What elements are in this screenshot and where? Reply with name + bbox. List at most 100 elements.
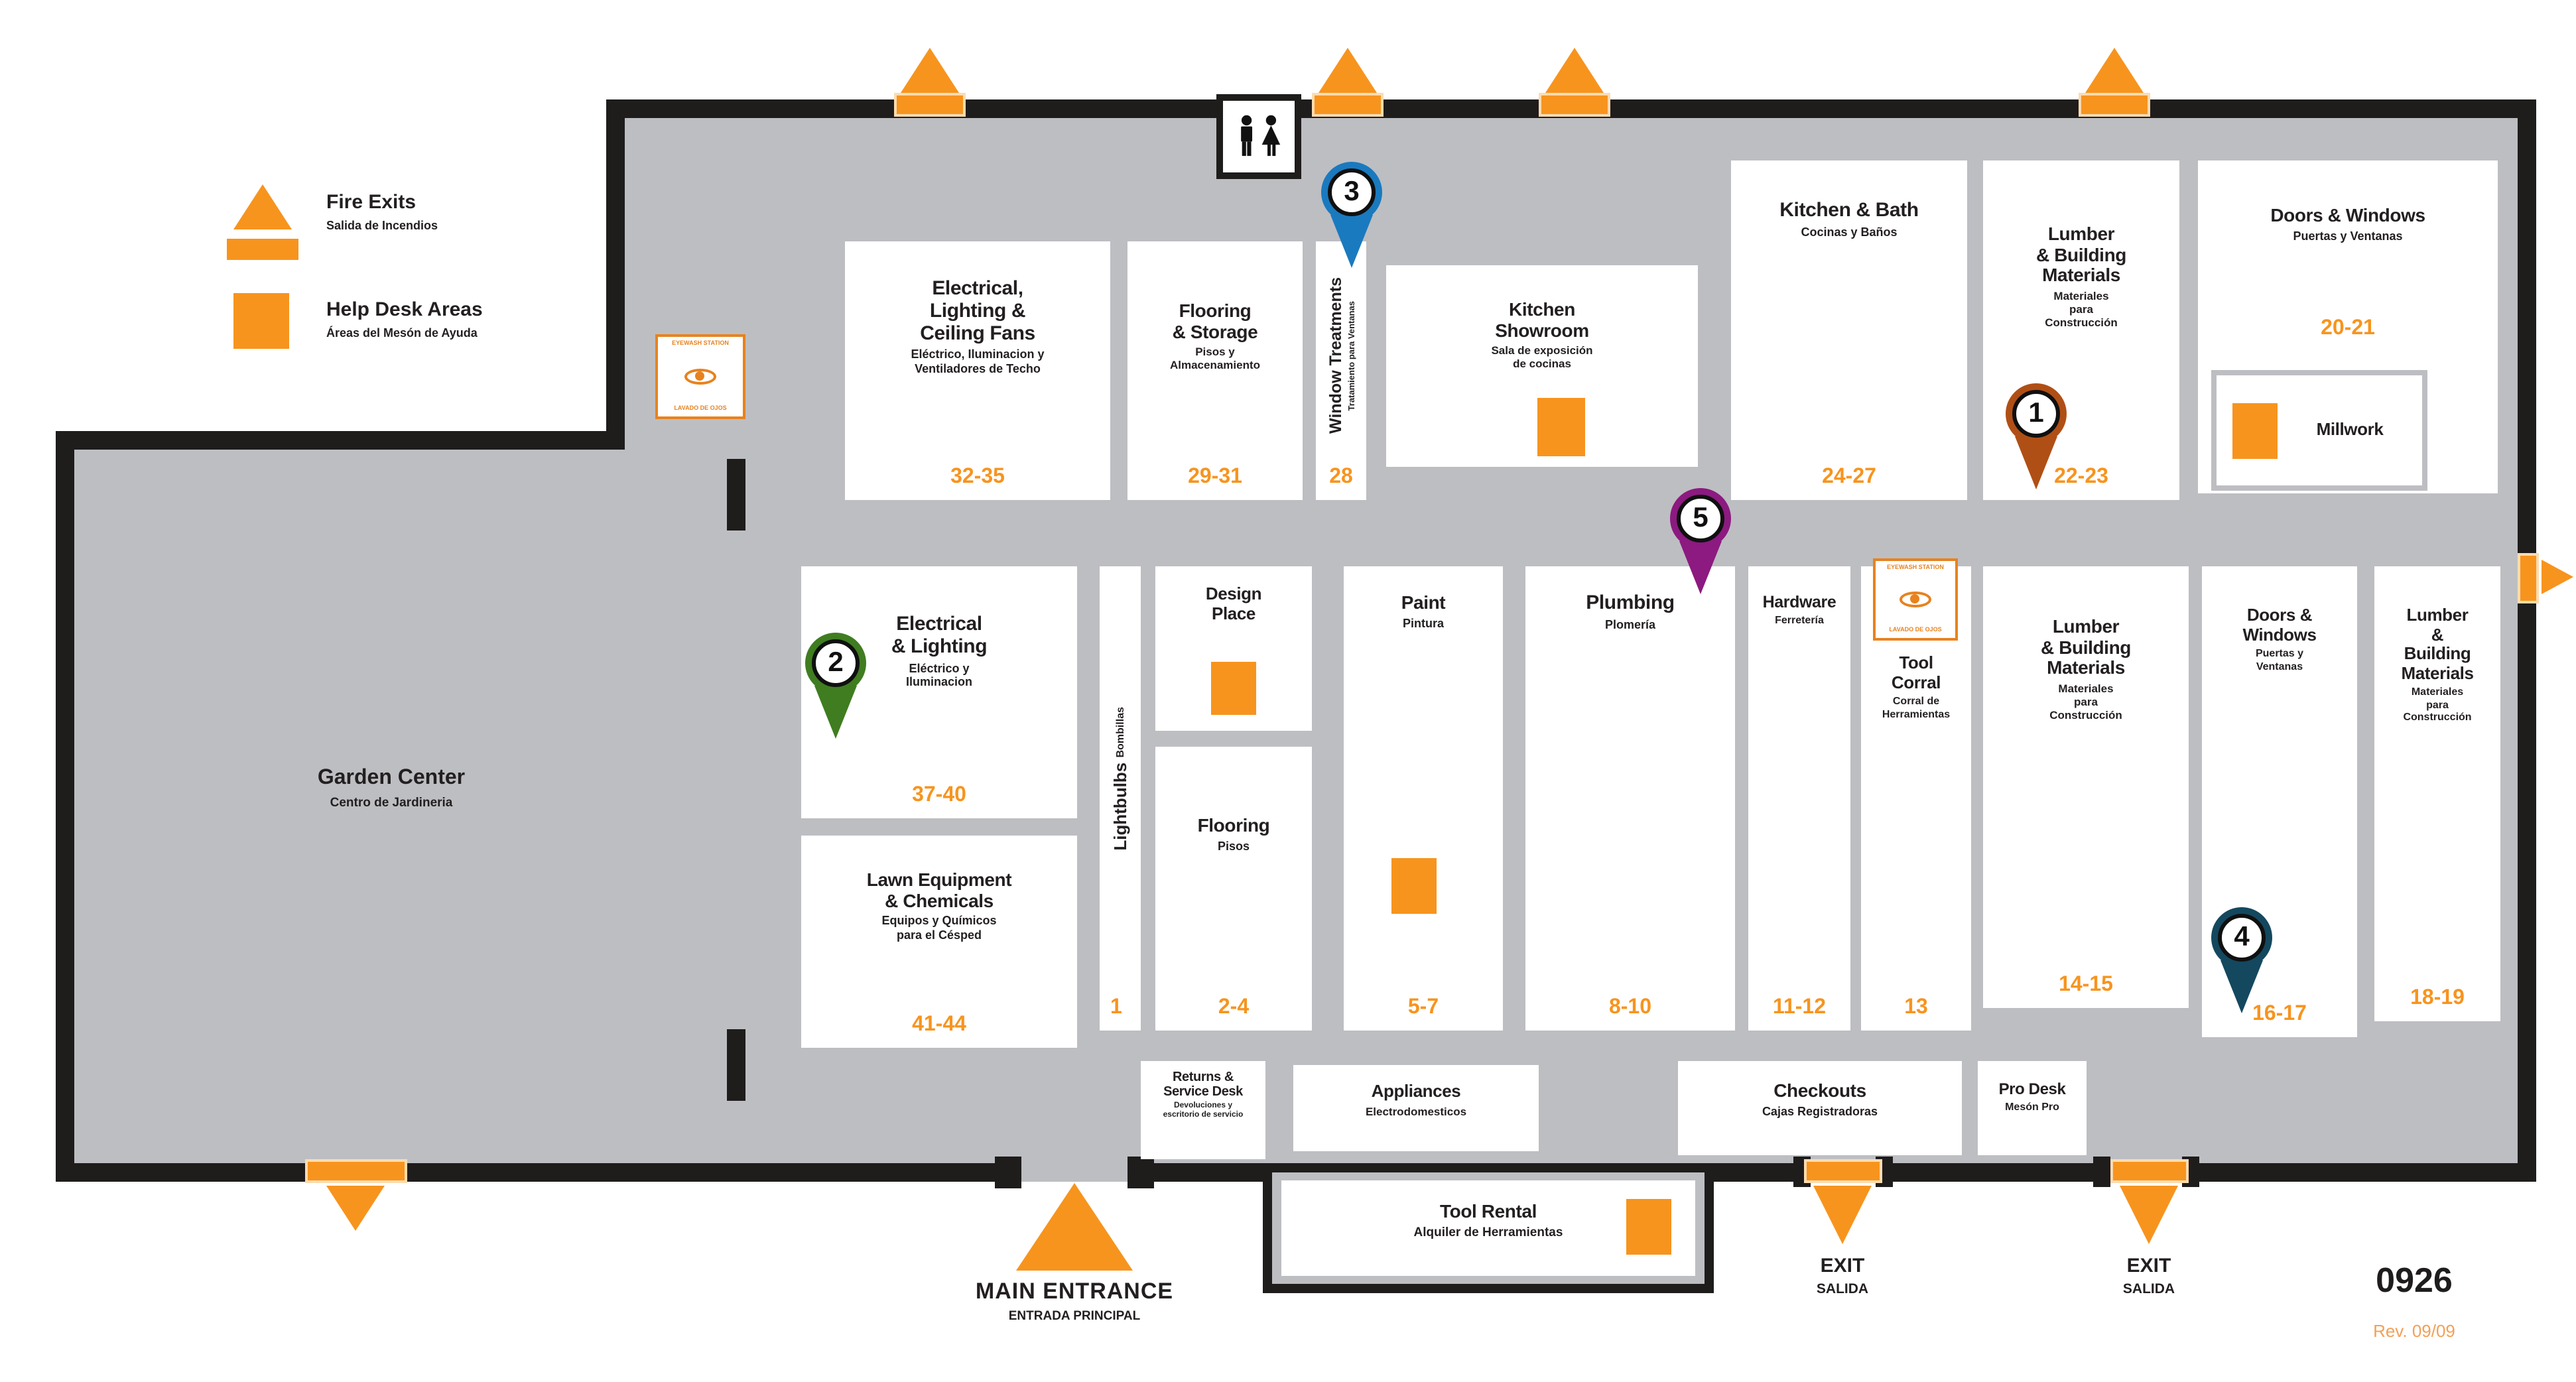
fire-exit-icon-top-2 xyxy=(1319,48,1377,93)
aisle-numbers: 37-40 xyxy=(912,784,966,806)
exit-left-label: EXIT xyxy=(1820,1255,1865,1277)
fire-exit-bar-top-3 xyxy=(1539,93,1610,117)
dept-kitchen-showroom: Kitchen Showroom Sala de exposición de c… xyxy=(1386,265,1698,467)
main-entrance-label: MAIN ENTRANCE xyxy=(975,1279,1174,1304)
restroom-figures-icon xyxy=(1241,115,1281,157)
dept-lightbulbs: Lightbulbs Bombillas 1 xyxy=(1100,566,1141,1031)
garden-door-jamb-top xyxy=(727,459,745,531)
eyewash-station-badge-left: EYEWASH STATION LAVADO DE OJOS xyxy=(655,334,745,419)
eye-icon xyxy=(1900,592,1931,607)
dept-electrical-lighting-ceiling-fans: Electrical, Lighting & Ceiling Fans Eléc… xyxy=(845,241,1110,500)
legend-fire-exits-sublabel: Salida de Incendios xyxy=(326,219,438,232)
eyewash-label-top: EYEWASH STATION xyxy=(672,340,729,346)
exit-left-bar xyxy=(1804,1159,1882,1183)
aisle-numbers: 13 xyxy=(1904,996,1928,1019)
map-pin-5: 5 xyxy=(1670,488,1731,599)
aisle-numbers: 5-7 xyxy=(1407,996,1439,1019)
aisle-numbers: 1 xyxy=(1110,996,1122,1019)
map-pin-5-number: 5 xyxy=(1677,495,1724,542)
dept-hardware: Hardware Ferretería 11-12 xyxy=(1748,566,1850,1031)
fire-exit-bar-top-4 xyxy=(2079,93,2150,117)
wall-bottom-5 xyxy=(1876,1163,2110,1182)
aisle-numbers: 20-21 xyxy=(2321,317,2375,340)
fire-exit-icon-right xyxy=(2542,560,2573,594)
exit-right-label: EXIT xyxy=(2126,1255,2171,1277)
map-pin-3-number: 3 xyxy=(1328,168,1376,216)
dept-window-treatments: Window Treatments Tratamiento para Venta… xyxy=(1316,241,1366,500)
restroom-icon xyxy=(1216,94,1301,179)
garden-center-floor xyxy=(56,431,625,1182)
exit-right-sublabel: SALIDA xyxy=(2122,1281,2175,1297)
exit-right-icon xyxy=(2120,1186,2178,1244)
aisle-numbers: 28 xyxy=(1329,466,1353,488)
aisle-numbers: 11-12 xyxy=(1772,996,1827,1019)
aisle-numbers: 24-27 xyxy=(1822,466,1876,488)
fire-exit-bar-right xyxy=(2518,553,2539,603)
dept-lightbulbs-title: Lightbulbs Bombillas xyxy=(1110,706,1130,851)
service-returns-service-desk: Returns & Service Desk Devoluciones y es… xyxy=(1141,1061,1265,1159)
wall-garden-left xyxy=(56,431,74,1182)
main-entrance-icon xyxy=(1016,1183,1133,1271)
map-pin-4-number: 4 xyxy=(2218,914,2266,962)
service-tool-rental: Tool Rental Alquiler de Herramientas xyxy=(1281,1180,1695,1276)
dept-lightbulbs-subtitle: Bombillas xyxy=(1114,706,1126,758)
tool-rental-structure: Tool Rental Alquiler de Herramientas xyxy=(1263,1163,1714,1293)
map-pin-1-number: 1 xyxy=(2012,390,2060,438)
dept-flooring-storage: Flooring & Storage Pisos y Almacenamient… xyxy=(1127,241,1303,500)
fire-exit-bar-top-1 xyxy=(894,93,966,117)
store-number: 0926 xyxy=(2376,1260,2453,1300)
aisle-numbers: 41-44 xyxy=(912,1013,966,1036)
dept-kitchen-bath: Kitchen & Bath Cocinas y Baños 24-27 xyxy=(1731,160,1967,500)
wall-bottom-1 xyxy=(56,1163,305,1182)
garden-door-jamb-bottom xyxy=(727,1029,745,1101)
fire-exit-icon-top-1 xyxy=(901,48,959,93)
dept-millwork-title: Millwork xyxy=(2316,419,2384,440)
aisle-numbers: 18-19 xyxy=(2410,987,2465,1009)
aisle-numbers: 2-4 xyxy=(1218,996,1250,1019)
wall-bottom-6 xyxy=(2182,1163,2536,1182)
service-pro-desk: Pro Desk Mesón Pro xyxy=(1978,1061,2087,1155)
map-pin-3: 3 xyxy=(1321,162,1382,273)
help-desk-icon xyxy=(1537,398,1585,456)
map-pin-1: 1 xyxy=(2006,383,2067,495)
dept-lawn-equipment-chemicals: Lawn Equipment & Chemicals Equipos y Quí… xyxy=(801,836,1077,1048)
dept-lumber-building-materials-14: Lumber & Building Materials Materiales p… xyxy=(1983,566,2189,1008)
legend-fire-exit-bar xyxy=(227,239,298,260)
exit-left-sublabel: SALIDA xyxy=(1816,1281,1869,1297)
legend-help-desk-label: Help Desk Areas xyxy=(326,298,483,321)
map-pin-2-number: 2 xyxy=(812,639,860,687)
dept-window-treatments-title: Window Treatments xyxy=(1326,277,1344,434)
map-pin-4: 4 xyxy=(2211,907,2272,1019)
aisle-numbers: 14-15 xyxy=(2059,974,2113,996)
exit-right-bar xyxy=(2110,1159,2189,1183)
wall-left-main xyxy=(606,99,625,440)
wall-bottom-2 xyxy=(407,1163,1021,1182)
help-desk-icon xyxy=(2232,403,2278,458)
service-checkouts: Checkouts Cajas Registradoras xyxy=(1678,1061,1962,1155)
help-desk-icon xyxy=(1391,858,1437,914)
legend-fire-exit-icon xyxy=(233,184,292,229)
legend-fire-exits-label: Fire Exits xyxy=(326,191,417,214)
aisle-numbers: 22-23 xyxy=(2054,466,2108,488)
dept-window-treatments-subtitle: Tratamiento para Ventanas xyxy=(1347,300,1356,410)
exit2-jamb-left xyxy=(2093,1157,2110,1187)
dept-flooring: Flooring Pisos 2-4 xyxy=(1155,747,1312,1031)
dept-tool-corral: Tool Corral Corral de Herramientas 13 xyxy=(1861,566,1971,1031)
map-pin-2: 2 xyxy=(805,633,866,744)
revision-label: Rev. 09/09 xyxy=(2373,1321,2455,1341)
exit-left-icon xyxy=(1813,1186,1872,1244)
dept-paint: Paint Pintura 5-7 xyxy=(1344,566,1503,1031)
eyewash-label-bottom: LAVADO DE OJOS xyxy=(674,405,727,412)
wall-right xyxy=(2518,99,2536,1182)
wall-garden-top xyxy=(56,431,625,450)
dept-lumber-building-materials-18: Lumber & Building Materials Materiales p… xyxy=(2374,566,2500,1021)
eye-icon xyxy=(684,369,716,385)
dept-design-place: Design Place xyxy=(1155,566,1312,731)
dept-garden-center-title: Garden Center xyxy=(317,767,466,789)
eyewash-station-badge-tool-corral: EYEWASH STATION LAVADO DE OJOS xyxy=(1873,558,1958,641)
fire-exit-icon-garden xyxy=(326,1186,385,1231)
eyewash-label-top: EYEWASH STATION xyxy=(1887,564,1944,570)
help-desk-icon xyxy=(1211,662,1256,715)
aisle-numbers: 29-31 xyxy=(1188,466,1242,488)
